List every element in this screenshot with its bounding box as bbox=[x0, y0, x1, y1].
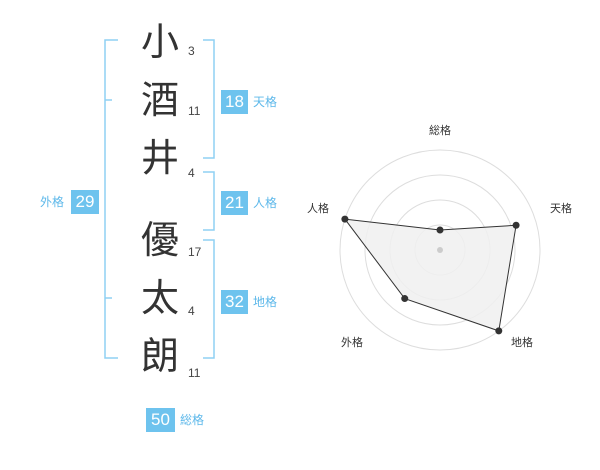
name-char-4: 優 bbox=[140, 218, 179, 262]
radar-point-4 bbox=[341, 215, 349, 223]
name-char-6: 朗 bbox=[140, 334, 179, 378]
tenkaku-label: 天格 bbox=[253, 95, 278, 109]
name-char-2: 酒 bbox=[140, 78, 179, 122]
gaikaku-value-badge: 29 bbox=[71, 190, 99, 214]
stroke-count-5: 4 bbox=[188, 304, 195, 318]
axis-label-chikaku: 地格 bbox=[511, 335, 533, 349]
axis-label-tenkaku: 天格 bbox=[550, 201, 572, 215]
jinkaku-bracket bbox=[203, 171, 215, 231]
radar-point-1 bbox=[512, 221, 520, 229]
gaikaku-bracket bbox=[104, 39, 118, 359]
radar-ring-3 bbox=[364, 174, 516, 326]
radar-ring-4 bbox=[339, 149, 541, 351]
chikaku-value-badge: 32 bbox=[221, 290, 248, 314]
name-char-1: 小 bbox=[140, 20, 179, 64]
jinkaku-value-badge: 21 bbox=[221, 191, 248, 215]
stroke-count-6: 11 bbox=[188, 366, 201, 380]
axis-label-jinkaku: 人格 bbox=[307, 201, 329, 215]
name-char-5: 太 bbox=[140, 276, 179, 320]
gaikaku-label: 外格 bbox=[40, 195, 65, 209]
radar-center-dot bbox=[437, 247, 443, 253]
radar-point-2 bbox=[495, 327, 503, 335]
axis-label-gaikaku: 外格 bbox=[341, 335, 363, 349]
chikaku-bracket bbox=[203, 239, 215, 359]
stroke-count-3: 4 bbox=[188, 166, 195, 180]
soukaku-value-badge: 50 bbox=[146, 408, 175, 432]
tenkaku-bracket bbox=[203, 39, 215, 159]
radar-point-3 bbox=[401, 295, 409, 303]
stroke-count-4: 17 bbox=[188, 245, 202, 259]
stroke-count-2: 11 bbox=[188, 104, 201, 118]
name-char-3: 井 bbox=[140, 136, 179, 180]
tenkaku-value-badge: 18 bbox=[221, 90, 248, 114]
soukaku-label: 総格 bbox=[180, 413, 205, 427]
stroke-count-1: 3 bbox=[188, 44, 195, 58]
radar-polygon bbox=[343, 218, 517, 332]
axis-label-soukaku: 総格 bbox=[429, 123, 451, 137]
chikaku-label: 地格 bbox=[253, 295, 278, 309]
radar-point-0 bbox=[436, 226, 444, 234]
jinkaku-label: 人格 bbox=[253, 196, 278, 210]
